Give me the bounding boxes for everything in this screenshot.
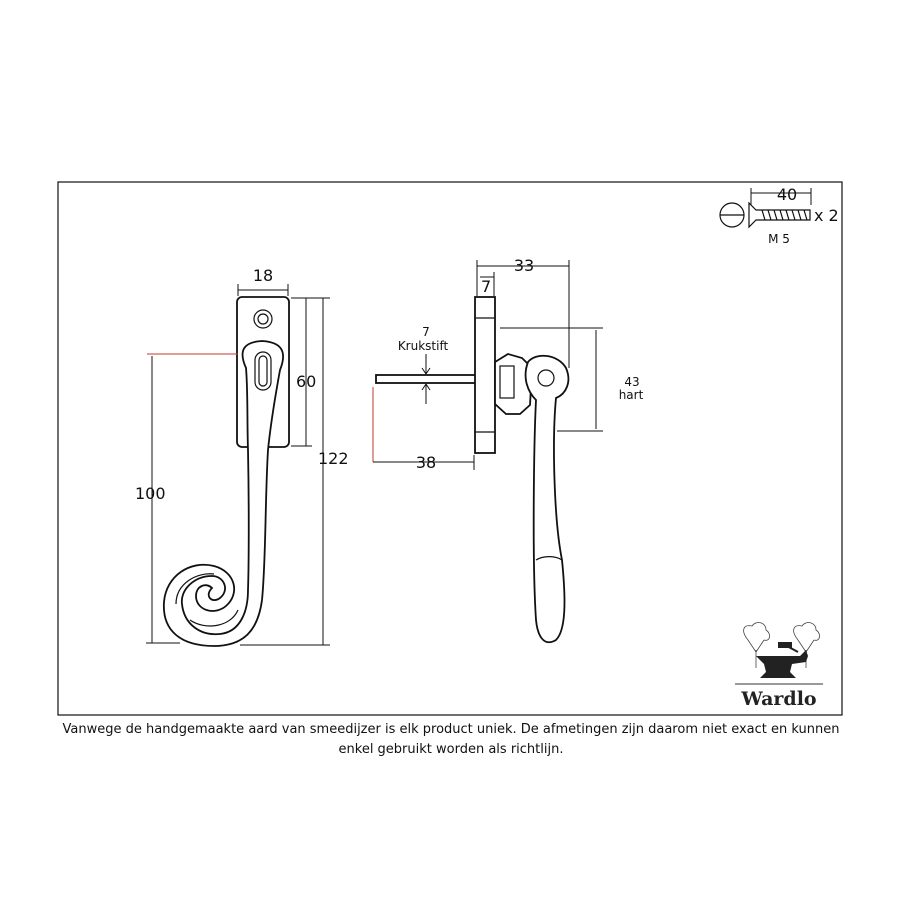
dim-43: 43 hart: [500, 327, 644, 432]
dim-38-label: 38: [416, 453, 436, 472]
dim-122: 122: [240, 297, 349, 646]
dim-33-label: 33: [514, 256, 534, 275]
wardlo-logo: Wardlo: [735, 622, 823, 710]
dim-43-label: 43: [624, 375, 639, 389]
handle-side: [524, 354, 570, 644]
front-view: [163, 296, 290, 647]
dim-60-label: 60: [296, 372, 316, 391]
backplate-side: [474, 296, 496, 454]
dim-18-label: 18: [253, 266, 273, 285]
dim-38: 38: [372, 387, 475, 472]
screw-count-label: x 2: [814, 206, 839, 225]
spindle-name-label: Krukstift: [398, 339, 449, 353]
dim-100: 100: [135, 353, 238, 644]
dim-spindle: 7 Krukstift: [398, 325, 449, 404]
handle-pivot: [537, 369, 555, 387]
handle-slot: [254, 351, 272, 391]
screw-length-label: 40: [777, 185, 797, 204]
spindle-7-label: 7: [422, 325, 430, 339]
dim-18: 18: [237, 266, 289, 296]
dim-7-top: 7: [480, 272, 495, 296]
spindle: [375, 374, 477, 384]
dim-122-label: 122: [318, 449, 349, 468]
screw-hole: [253, 309, 273, 329]
dim-7-top-label: 7: [481, 277, 491, 296]
screw-size-label: M 5: [768, 232, 790, 246]
side-view: [375, 296, 570, 644]
screw-icon: [748, 201, 811, 229]
dim-60: 60: [291, 297, 316, 447]
dim-33: 33: [476, 256, 570, 368]
anvil-icon: [756, 650, 808, 678]
drawing-frame: [57, 181, 843, 716]
dim-43-hart-label: hart: [619, 388, 644, 402]
handle-body: [163, 340, 284, 647]
screw-detail: 40 x 2 M 5: [719, 185, 839, 246]
dim-100-label: 100: [135, 484, 166, 503]
disclaimer-text: Vanwege de handgemaakte aard van smeedij…: [62, 722, 840, 757]
logo-text: Wardlo: [740, 688, 816, 710]
